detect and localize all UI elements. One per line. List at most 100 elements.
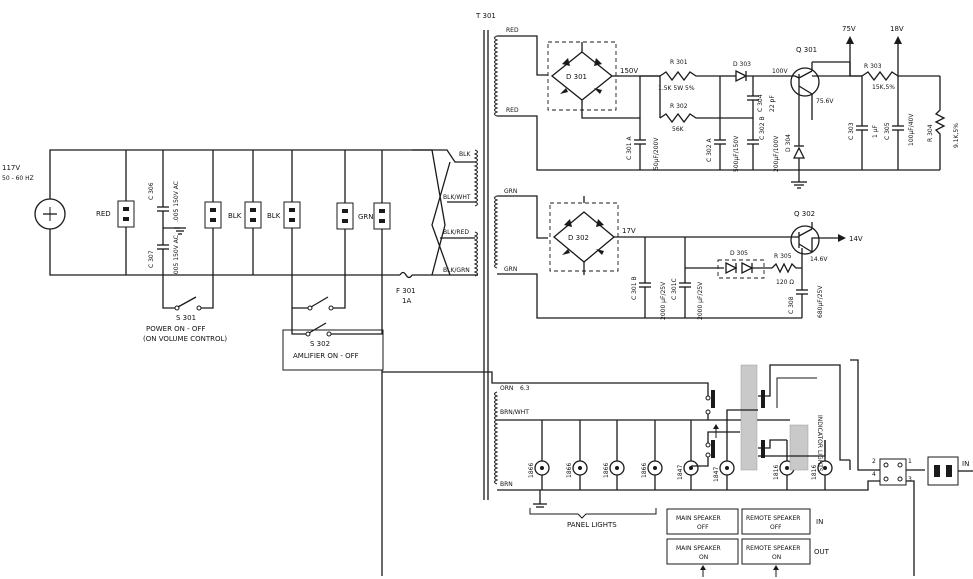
capacitor-c308: [760, 268, 808, 319]
c306-label: C 306: [148, 182, 155, 200]
v18-label: 18V: [890, 25, 904, 33]
mains-plug: [34, 198, 66, 230]
lamp-1866-a: [534, 420, 550, 490]
brn-wht-label: BRN/WHT: [500, 409, 529, 416]
f301-label: F 301: [396, 287, 416, 295]
main-speaker-off-line2: OFF: [697, 524, 709, 531]
outlet-blk-1: [244, 150, 262, 275]
main-speaker-on-line1: MAIN SPEAKER: [676, 545, 721, 552]
c304-value: 22 pF: [769, 95, 776, 112]
mains-voltage-label: 117V: [2, 164, 20, 172]
blk-wht-label: BLK/WHT: [443, 194, 471, 201]
transformer-t301: [473, 30, 499, 500]
d304-label: D 304: [785, 134, 792, 152]
outlet-red-label: RED: [96, 210, 111, 218]
speaker-switch-contacts: [527, 359, 880, 471]
v63-label: 6.3: [520, 385, 530, 392]
d301-label: D 301: [566, 73, 587, 81]
lamp-1847-b: [719, 420, 735, 490]
r303-label: R 303: [864, 63, 882, 70]
v146-label: 14.6V: [810, 256, 828, 263]
grn-bot-label: GRN: [504, 266, 517, 273]
resistor-r302: [659, 76, 720, 124]
c305-value: 100μF/40V: [908, 113, 915, 146]
orn-label: ORN: [500, 385, 513, 392]
q302-label: Q 302: [794, 210, 815, 218]
r305-value: 120 Ω: [776, 279, 794, 286]
r305-label: R 305: [774, 253, 792, 260]
r301-label: R 301: [670, 59, 688, 66]
remote-speaker-on-line1: REMOTE SPEAKER: [746, 545, 800, 552]
panel-lights-label: PANEL LIGHTS: [567, 521, 617, 529]
remote-connector: [825, 458, 925, 576]
outlet-blk-1-label: BLK: [228, 212, 242, 220]
blk-red-label: BLK/RED: [443, 229, 469, 236]
blk-grn-label: BLK/GRN: [443, 267, 470, 274]
transistor-q302: [790, 222, 846, 268]
resistor-r303: [861, 70, 940, 82]
main-speaker-on-box: [666, 538, 739, 565]
switch-s301: [162, 275, 214, 311]
red-mid-label: RED: [506, 107, 519, 114]
diode-d303: [720, 69, 795, 83]
capacitor-c301a: [634, 118, 646, 170]
c305-label: C 305: [884, 122, 891, 140]
lamp-1847-a: [683, 420, 699, 490]
d302-label: D 302: [568, 234, 589, 242]
q301-label: Q 301: [796, 46, 817, 54]
remote-speaker-off-box: [741, 508, 811, 535]
lamp-1866-c: [609, 420, 625, 490]
s301-label: S 301: [176, 314, 196, 322]
pin-1-label: 1: [908, 458, 912, 465]
c302b-label: C 302 B: [759, 116, 766, 140]
lamp-1866-d-label: 1866: [641, 463, 648, 478]
d303-label: D 303: [733, 61, 751, 68]
c303-label: C 303: [848, 122, 855, 140]
c307-value: .005 150V AC: [173, 235, 180, 276]
d305-label: D 305: [730, 250, 748, 257]
outlet-2: [336, 150, 354, 275]
outlet-blk-2: [283, 150, 301, 275]
mains-frequency-label: 50 - 60 HZ: [2, 175, 34, 182]
v75-label: 75V: [842, 25, 856, 33]
pin-4-label: 4: [872, 471, 876, 478]
lamp-1866-b: [572, 420, 588, 490]
pin-3-label: 3: [908, 476, 912, 483]
lamp-1866-d: [647, 420, 663, 490]
c302b-value: 200μF/100V: [773, 135, 780, 172]
c301c-label: C 301C: [671, 278, 678, 300]
c307-label: C 307: [148, 250, 155, 268]
c302a-value: 500μF/150V: [733, 135, 740, 172]
resistor-r305: [771, 262, 802, 274]
outlet-grn: [373, 150, 391, 275]
grn-top-label: GRN: [504, 188, 517, 195]
main-speaker-on-line2: ON: [699, 554, 708, 561]
lamp-1866-a-label: 1866: [528, 463, 535, 478]
c301b-label: C 301 B: [631, 276, 638, 300]
t301-label: T 301: [475, 12, 496, 20]
main-speaker-off-box: [666, 508, 739, 535]
r304-label: R 304: [927, 124, 934, 142]
outlet-grn-label: GRN: [358, 213, 374, 221]
switch-arrows: [700, 424, 779, 577]
power-switch-note: (ON VOLUME CONTROL): [143, 335, 227, 343]
remote-speaker-off-line1: REMOTE SPEAKER: [746, 515, 800, 522]
transistor-q301: [790, 61, 862, 120]
power-switch-label: POWER ON - OFF: [146, 325, 205, 333]
indicator-lights-label: INDICATOR LIGHTS: [816, 415, 823, 472]
switch-bar-main: [740, 364, 758, 471]
s302-label: S 302: [310, 340, 330, 348]
c306-value: .005 150V AC: [173, 181, 180, 222]
capacitor-c306: [157, 150, 186, 275]
v756-label: 75.6V: [816, 98, 834, 105]
capacitor-c304: [747, 76, 759, 118]
r304-value: 9.1K,5%: [953, 123, 960, 148]
lamp-1866-b-label: 1866: [566, 463, 573, 478]
lamp-1816-b-label: 1816: [811, 465, 818, 480]
c303-value: 1 μF: [872, 124, 879, 138]
red-top-label: RED: [506, 27, 519, 34]
bridge-rectifier-d302: [549, 196, 645, 275]
remote-speaker-off-line2: OFF: [770, 524, 782, 531]
c302a-label: C 302 A: [706, 138, 713, 162]
